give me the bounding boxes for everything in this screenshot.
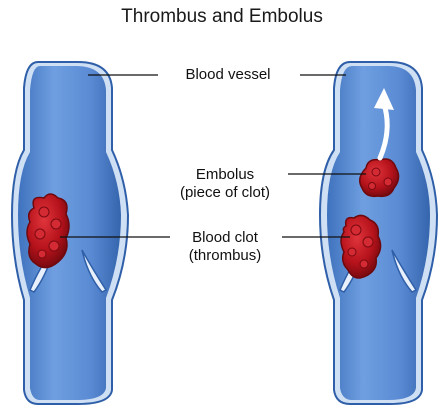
remaining-thrombus-clot — [341, 215, 381, 278]
blood-clot-text: Blood clot — [150, 229, 300, 247]
blood-clot-note: (thrombus) — [150, 247, 300, 265]
embolus-label: Embolus (piece of clot) — [150, 166, 300, 202]
blood-vessel-text: Blood vessel — [185, 66, 270, 83]
blood-vessel-label: Blood vessel — [158, 66, 298, 84]
blood-clot-label: Blood clot (thrombus) — [150, 229, 300, 265]
embolus-text: Embolus — [150, 166, 300, 184]
thrombus-clot — [27, 194, 69, 268]
embolus-note: (piece of clot) — [150, 184, 300, 202]
